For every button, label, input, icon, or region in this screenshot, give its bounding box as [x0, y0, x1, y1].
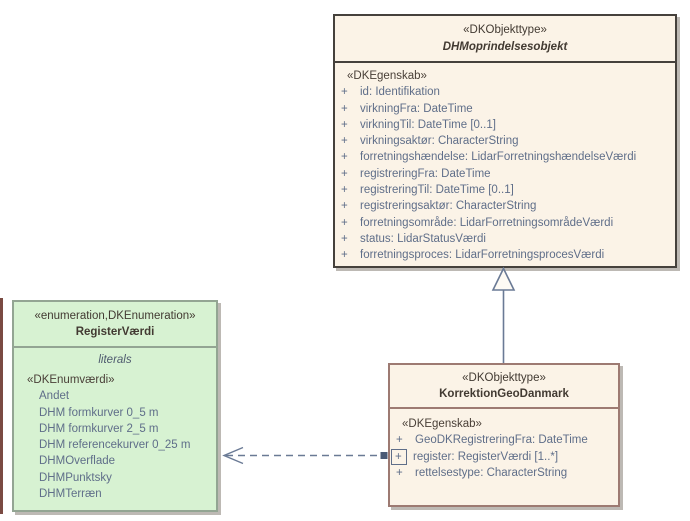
association-anchor-square: [380, 452, 388, 459]
visibility: +: [341, 184, 348, 197]
attribute-row-register[interactable]: + register: RegisterVærdi [1..*]: [390, 448, 618, 465]
class-header: «DKObjekttype» KorrektionGeoDanmark: [390, 365, 618, 409]
enum-stereotype-label: «enumeration,DKEnumeration»: [34, 309, 196, 322]
literal-stereotype: «DKEnumværdi»: [27, 374, 115, 386]
attribute-text: register: RegisterVærdi [1..*]: [413, 450, 559, 463]
visibility: +: [396, 434, 403, 447]
attribute-text: rettelsestype: CharacterString: [415, 466, 568, 479]
attribute-text: virkningFra: DateTime: [360, 102, 473, 115]
enum-literal[interactable]: Andet: [39, 390, 70, 403]
attribute-row[interactable]: + forretningsproces: LidarForretningsproc…: [335, 247, 675, 263]
attribute-text: forretningsproces: LidarForretningsproce…: [360, 249, 605, 262]
class-name: KorrektionGeoDanmark: [439, 388, 569, 400]
enum-name: RegisterVærdi: [75, 326, 155, 338]
attribute-row[interactable]: + virkningsaktør: CharacterString: [335, 133, 675, 149]
literals-compartment-label: literals: [98, 354, 132, 366]
class-name: DHMoprindelsesobjekt: [442, 40, 568, 53]
visibility: +: [341, 102, 348, 115]
enum-literal[interactable]: DHMTerræn: [39, 488, 102, 501]
attribute-row[interactable]: + virkningTil: DateTime [0..1]: [335, 117, 675, 133]
attribute-text: registreringTil: DateTime [0..1]: [360, 184, 514, 197]
attribute-text: virkningsaktør: CharacterString: [360, 135, 519, 148]
attribute-text: virkningTil: DateTime [0..1]: [360, 118, 496, 131]
visibility: +: [341, 118, 348, 131]
class-dhmoprindelsesobjekt[interactable]: «DKObjekttype» DHMoprindelsesobjekt «DKE…: [333, 14, 677, 268]
attribute-text: registreringsaktør: CharacterString: [360, 200, 537, 213]
enumeration-registervaerdi[interactable]: «enumeration,DKEnumeration» RegisterVærd…: [12, 300, 218, 512]
attribute-text: id: Identifikation: [360, 86, 440, 99]
literals-compartment: «DKEnumværdi» Andet DHM formkurver 0_5 m…: [14, 370, 216, 502]
visibility: +: [396, 466, 403, 479]
attribute-text: forretningshændelse: LidarForretningshæn…: [360, 151, 637, 164]
enum-literal[interactable]: DHM referencekurver 0_25 m: [39, 439, 191, 452]
class-stereotype: «DKObjekttype»: [462, 371, 546, 384]
enum-literal[interactable]: DHM formkurver 0_5 m: [39, 406, 159, 419]
enum-literal[interactable]: DHMOverflade: [39, 455, 116, 468]
attribute-row[interactable]: + registreringsaktør: CharacterString: [335, 198, 675, 214]
visibility: +: [341, 216, 348, 229]
open-arrowhead: [222, 446, 244, 465]
visibility: +: [341, 167, 348, 180]
visibility-association-anchor: +: [391, 448, 407, 465]
visibility: +: [341, 200, 348, 213]
attribute-text: forretningsområde: LidarForretningsområd…: [360, 216, 614, 229]
attribute-row[interactable]: + GeoDKRegistreringFra: DateTime: [390, 432, 618, 448]
attribute-stereotype: «DKEgenskab»: [347, 70, 427, 82]
enum-literal[interactable]: DHM formkurver 2_5 m: [39, 422, 159, 435]
attribute-row[interactable]: + registreringFra: DateTime: [335, 166, 675, 182]
attribute-row[interactable]: + rettelsestype: CharacterString: [390, 465, 618, 481]
attribute-row[interactable]: + virkningFra: DateTime: [335, 101, 675, 117]
clipped-element-edge: [0, 298, 3, 514]
visibility: +: [341, 232, 348, 245]
enum-header: «enumeration,DKEnumeration» RegisterVærd…: [14, 302, 216, 348]
class-korrektiongeodanmark[interactable]: «DKObjekttype» KorrektionGeoDanmark «DKE…: [388, 363, 620, 507]
visibility: +: [341, 249, 348, 262]
enum-literal[interactable]: DHMPunktsky: [39, 471, 112, 484]
attribute-text: registreringFra: DateTime: [360, 167, 491, 180]
attribute-row[interactable]: + registreringTil: DateTime [0..1]: [335, 182, 675, 198]
visibility: +: [341, 86, 348, 99]
attribute-row[interactable]: + id: Identifikation: [335, 84, 675, 100]
visibility: +: [341, 151, 348, 164]
attributes-compartment: «DKEgenskab» + GeoDKRegistreringFra: Date…: [390, 409, 618, 481]
attributes-compartment: «DKEgenskab» + id: Identifikation + virkni…: [335, 63, 675, 264]
association-connector[interactable]: [222, 446, 388, 465]
attribute-row[interactable]: + forretningsområde: LidarForretningsområ…: [335, 215, 675, 231]
attribute-stereotype: «DKEgenskab»: [402, 418, 482, 430]
generalization-connector[interactable]: [491, 266, 516, 364]
attribute-text: GeoDKRegistreringFra: DateTime: [415, 434, 588, 447]
class-header: «DKObjekttype» DHMoprindelsesobjekt: [335, 16, 675, 63]
visibility: +: [341, 135, 348, 148]
class-stereotype: «DKObjekttype»: [463, 24, 547, 37]
attribute-row[interactable]: + forretningshændelse: LidarForretningshæ…: [335, 149, 675, 165]
attribute-row[interactable]: + status: LidarStatusVærdi: [335, 231, 675, 247]
attribute-text: status: LidarStatusVærdi: [360, 232, 486, 245]
